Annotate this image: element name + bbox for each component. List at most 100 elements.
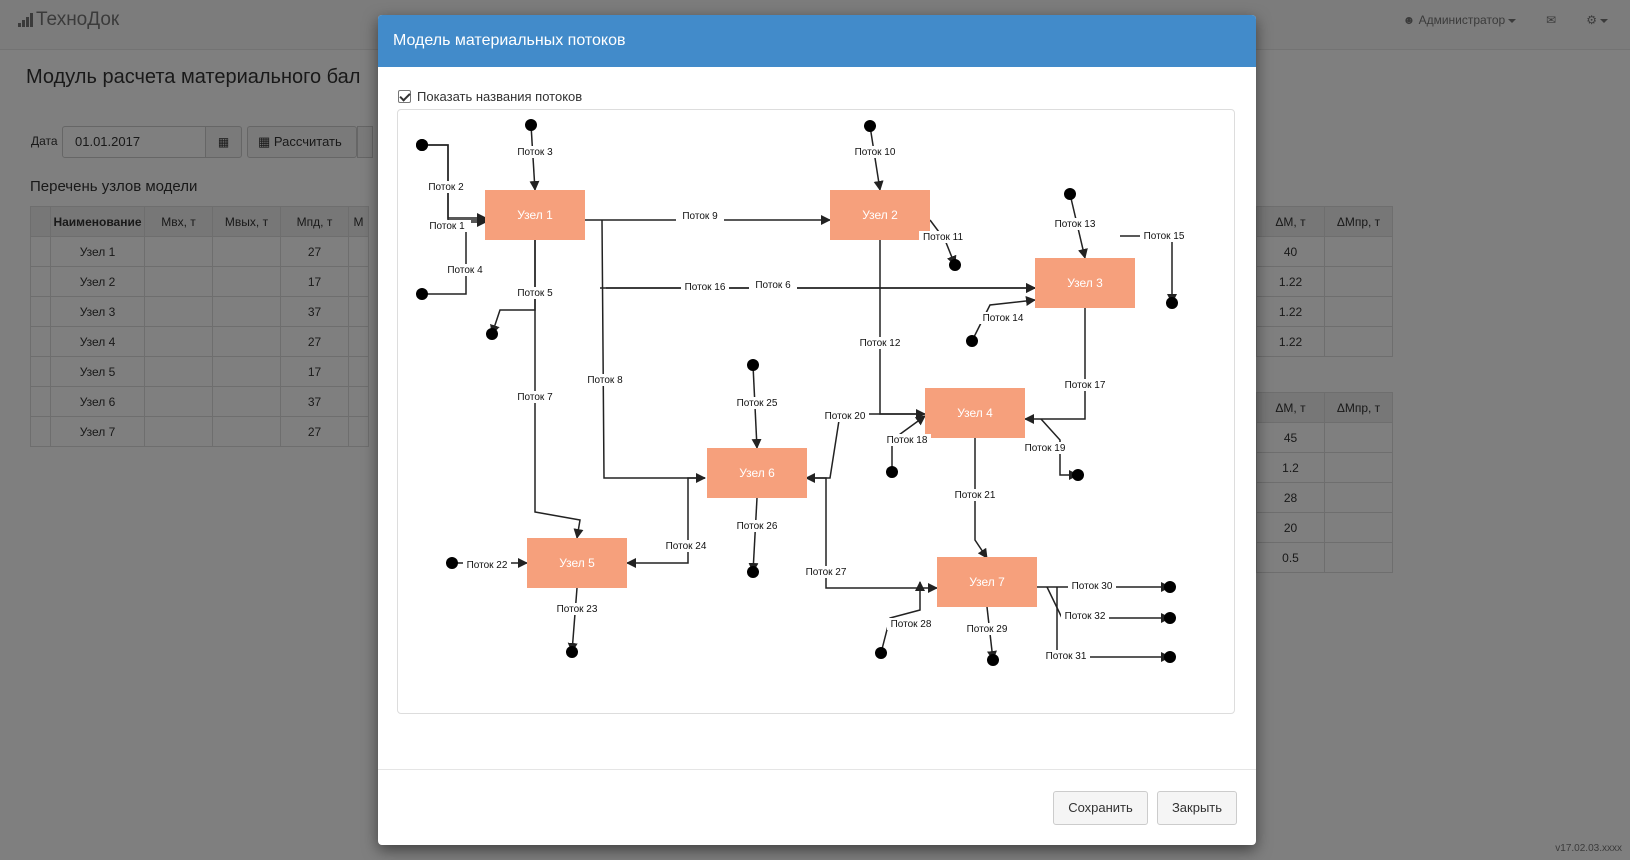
flow-label: Поток 12 <box>860 338 901 349</box>
diagram-node-label: Узел 5 <box>559 556 595 570</box>
flow-label-bg <box>963 623 1011 635</box>
flow-line[interactable] <box>567 587 578 653</box>
flow-label-bg <box>802 566 850 578</box>
flow-label: Поток 22 <box>467 560 508 571</box>
flow-label-bg <box>511 146 559 158</box>
flow-label-bg <box>581 374 629 386</box>
flow-label: Поток 8 <box>587 375 623 386</box>
flow-label-bg <box>1042 650 1090 662</box>
save-button[interactable]: Сохранить <box>1053 791 1148 825</box>
flow-line[interactable] <box>879 240 926 419</box>
flow-label: Поток 10 <box>855 147 896 158</box>
flow-endpoint[interactable] <box>525 119 537 131</box>
flow-label: Поток 18 <box>887 435 928 446</box>
diagram-node-box[interactable] <box>925 388 1025 438</box>
flow-label-bg <box>883 434 931 446</box>
flow-label: Поток 2 <box>428 182 464 193</box>
flow-label: Поток 1 <box>429 221 465 232</box>
flow-label: Поток 9 <box>682 211 718 222</box>
diagram-node[interactable]: Узел 6 <box>707 448 807 498</box>
diagram-node[interactable]: Узел 7 <box>937 557 1037 607</box>
diagram-node-box[interactable] <box>485 190 585 240</box>
diagram-node-label: Узел 7 <box>969 575 1005 589</box>
diagram-canvas[interactable]: Узел 1 Узел 2 Узел 3 Узел 4 Узел 5 Узел 6 Узел… <box>398 110 1234 713</box>
flow-line[interactable] <box>880 581 925 654</box>
flow-endpoint[interactable] <box>1166 297 1178 309</box>
flow-label-bg <box>887 618 935 630</box>
flow-label-bg <box>733 520 781 532</box>
flow-label-bg <box>662 540 710 552</box>
flow-label: Поток 15 <box>1144 231 1185 242</box>
flow-endpoint[interactable] <box>1164 581 1176 593</box>
diagram-node-label: Узел 1 <box>517 208 553 222</box>
modal-dialog: Модель материальных потоков Показать наз… <box>378 15 1256 845</box>
flow-label: Поток 6 <box>755 280 791 291</box>
diagram-node-box[interactable] <box>707 448 807 498</box>
diagram-node-box[interactable] <box>937 557 1037 607</box>
flow-label-bg <box>1140 230 1188 242</box>
diagram-node[interactable]: Узел 1 <box>485 190 585 240</box>
flow-label-bg <box>856 337 904 349</box>
flow-label: Поток 29 <box>967 624 1008 635</box>
flow-label-bg <box>422 181 470 193</box>
diagram-node[interactable]: Узел 2 <box>830 190 930 240</box>
diagram-node-label: Узел 4 <box>957 406 993 420</box>
flow-endpoint[interactable] <box>416 139 428 151</box>
flow-label-bg <box>511 391 559 403</box>
flow-endpoint[interactable] <box>416 288 428 300</box>
flow-endpoint[interactable] <box>886 466 898 478</box>
flow-label: Поток 24 <box>666 541 707 552</box>
diagram-node-label: Узел 3 <box>1067 276 1103 290</box>
diagram-node-box[interactable] <box>1035 258 1135 308</box>
flow-line[interactable] <box>534 240 584 539</box>
diagram-node[interactable]: Узел 3 <box>1035 258 1135 308</box>
flow-line[interactable] <box>974 438 988 559</box>
flow-endpoint[interactable] <box>966 335 978 347</box>
close-button[interactable]: Закрыть <box>1157 791 1237 825</box>
flow-label: Поток 4 <box>447 265 483 276</box>
flow-label: Поток 3 <box>517 147 553 158</box>
flow-label: Поток 21 <box>955 490 996 501</box>
flow-label: Поток 11 <box>923 232 964 243</box>
flow-line[interactable] <box>1024 308 1086 424</box>
flow-endpoint[interactable] <box>1164 612 1176 624</box>
flow-label-bg <box>851 146 899 158</box>
flow-endpoint[interactable] <box>987 654 999 666</box>
flow-endpoint[interactable] <box>747 359 759 371</box>
flow-line[interactable] <box>1040 418 1079 480</box>
flow-endpoint[interactable] <box>949 259 961 271</box>
diagram-node-box[interactable] <box>830 190 930 240</box>
flow-line[interactable] <box>422 217 487 295</box>
flow-endpoint[interactable] <box>486 328 498 340</box>
modal-title: Модель материальных потоков <box>378 15 1256 67</box>
show-names-toggle[interactable]: Показать названия потоков <box>398 89 582 104</box>
flow-label-bg <box>979 312 1027 324</box>
flow-diagram[interactable]: Узел 1 Узел 2 Узел 3 Узел 4 Узел 5 Узел 6 Узел… <box>397 109 1235 714</box>
flow-line[interactable] <box>748 497 759 573</box>
flow-endpoint[interactable] <box>875 647 887 659</box>
diagram-node-box[interactable] <box>527 538 627 588</box>
flow-label-bg <box>441 264 489 276</box>
flow-label-bg <box>1021 442 1069 454</box>
flow-label: Поток 5 <box>517 288 553 299</box>
flow-line[interactable] <box>806 477 938 593</box>
flow-endpoint[interactable] <box>566 646 578 658</box>
flow-label: Поток 19 <box>1025 443 1066 454</box>
show-names-label: Показать названия потоков <box>417 89 583 104</box>
flow-label-bg <box>733 397 781 409</box>
show-names-checkbox[interactable] <box>398 90 411 103</box>
flow-label: Поток 7 <box>517 392 553 403</box>
flow-label: Поток 23 <box>557 604 598 615</box>
flow-endpoint[interactable] <box>864 120 876 132</box>
flow-endpoint[interactable] <box>1164 651 1176 663</box>
flow-line[interactable] <box>601 219 706 483</box>
flow-endpoint[interactable] <box>1072 469 1084 481</box>
flow-endpoint[interactable] <box>446 557 458 569</box>
flow-line[interactable] <box>626 477 705 568</box>
flow-endpoint[interactable] <box>1064 188 1076 200</box>
flow-line[interactable] <box>971 296 1036 342</box>
flow-endpoint[interactable] <box>747 566 759 578</box>
diagram-node[interactable]: Узел 5 <box>527 538 627 588</box>
flow-label-bg <box>553 603 601 615</box>
diagram-node[interactable]: Узел 4 <box>925 388 1025 438</box>
